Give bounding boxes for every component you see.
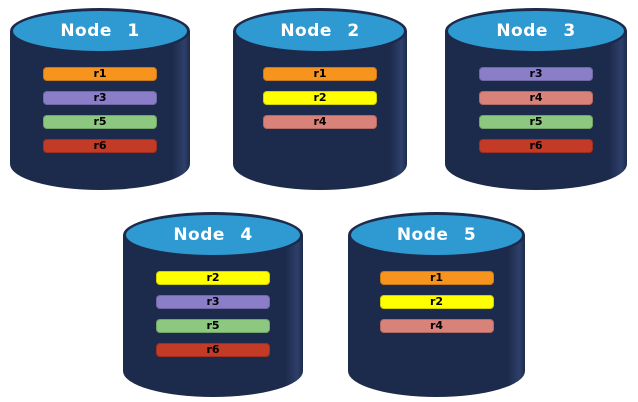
replica-bar: r2 <box>156 271 270 285</box>
cylinder-top <box>445 8 627 54</box>
cylinder-body <box>445 31 627 190</box>
node-title: Node 1 <box>60 21 140 41</box>
cylinder-body <box>233 31 407 190</box>
node-cylinder: Node 3 r3 r4 r5 r6 <box>445 8 627 190</box>
replica-bar: r4 <box>263 115 377 129</box>
replica-bar: r3 <box>43 91 157 105</box>
replica-bar: r5 <box>156 319 270 333</box>
replica-list: r1 r2 r4 <box>379 271 494 333</box>
node-title: Node 5 <box>396 225 477 245</box>
cylinder-top <box>233 8 407 54</box>
replica-bar: r6 <box>156 343 270 357</box>
cylinder-top <box>10 8 190 54</box>
replica-bar: r2 <box>379 295 494 309</box>
replica-bar: r4 <box>379 319 494 333</box>
replica-list: r3 r4 r5 r6 <box>479 67 593 153</box>
replica-bar: r2 <box>263 91 377 105</box>
replica-bar: r3 <box>479 67 593 81</box>
node-cylinder: Node 2 r1 r2 r4 <box>233 8 407 190</box>
replica-bar: r1 <box>379 271 494 285</box>
replica-bar: r1 <box>43 67 157 81</box>
node-cylinder: Node 1 r1 r3 r5 r6 <box>10 8 190 190</box>
node-title: Node 2 <box>280 21 360 41</box>
replica-bar: r5 <box>479 115 593 129</box>
replica-bar: r4 <box>479 91 593 105</box>
replica-bar: r6 <box>479 139 593 153</box>
cylinder-body <box>348 235 525 397</box>
cylinder-body <box>10 31 190 190</box>
replica-list: r1 r2 r4 <box>263 67 377 129</box>
replica-list: r2 r3 r5 r6 <box>156 271 270 357</box>
replica-bar: r5 <box>43 115 157 129</box>
cylinder-top <box>348 212 525 258</box>
replica-bar: r1 <box>263 67 377 81</box>
replica-bar: r6 <box>43 139 157 153</box>
node-title: Node 4 <box>173 225 253 245</box>
node-cylinder: Node 4 r2 r3 r5 r6 <box>123 212 303 397</box>
cylinder-top <box>123 212 303 258</box>
replica-list: r1 r3 r5 r6 <box>43 67 157 153</box>
node-cylinder: Node 5 r1 r2 r4 <box>348 212 525 397</box>
replica-bar: r3 <box>156 295 270 309</box>
cylinder-body <box>123 235 303 397</box>
node-title: Node 3 <box>496 21 576 41</box>
